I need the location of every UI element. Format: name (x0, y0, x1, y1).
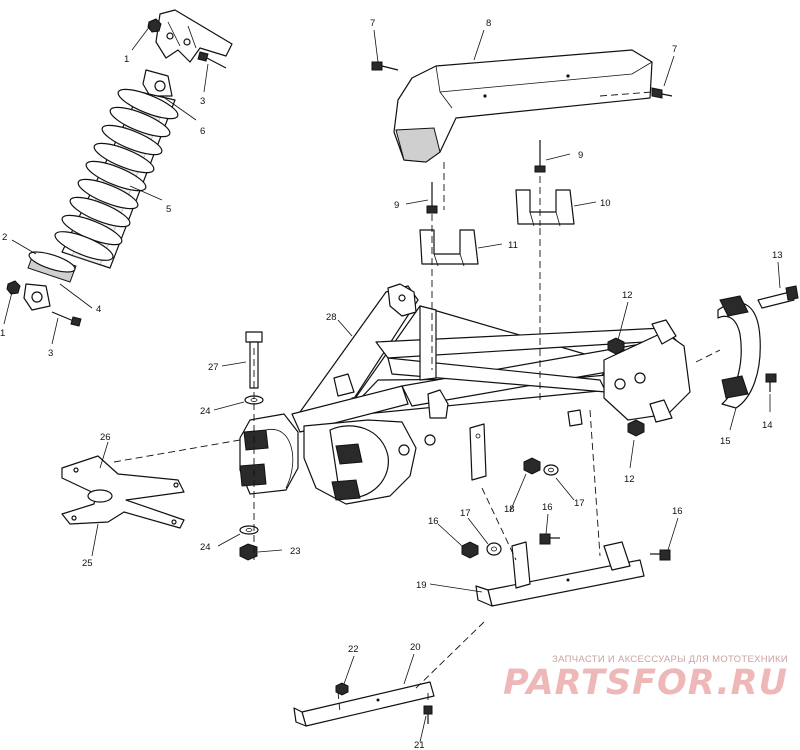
callout-25: 25 (82, 558, 93, 569)
right-clamp (607, 285, 799, 437)
callout-2: 2 (2, 232, 7, 243)
callout-17-right: 17 (574, 498, 585, 509)
callout-10: 10 (600, 198, 611, 209)
callout-22: 22 (348, 644, 359, 655)
shock-absorber-assembly (6, 9, 233, 327)
watermark-caption: ЗАПЧАСТИ И АКСЕССУАРЫ ДЛЯ МОТОТЕХНИКИ (552, 654, 788, 665)
mount-brackets (419, 140, 575, 267)
callout-21: 21 (414, 740, 425, 750)
callout-3-bottom: 3 (48, 348, 53, 359)
callout-13: 13 (772, 250, 783, 261)
callout-7-left: 7 (370, 18, 375, 29)
callout-23: 23 (290, 546, 301, 557)
callout-28: 28 (326, 312, 337, 323)
assembly-centerlines (113, 91, 721, 713)
callout-1-bottom: 1 (0, 328, 5, 339)
callout-1-top: 1 (124, 54, 129, 65)
callout-11: 11 (508, 240, 518, 251)
callout-17-left: 17 (460, 508, 471, 519)
callout-12-lower: 12 (624, 474, 635, 485)
callout-16-mid: 16 (542, 502, 553, 513)
callout-8: 8 (486, 18, 491, 29)
partsfor-watermark: ЗАПЧАСТИ И АКСЕССУАРЫ ДЛЯ МОТОТЕХНИКИ PA… (488, 654, 788, 701)
spring-coils (54, 88, 179, 261)
callout-9-upper: 9 (578, 150, 583, 161)
main-frame-assembly (239, 283, 691, 505)
callout-16-left: 16 (428, 516, 439, 527)
leader-lines (3, 25, 781, 743)
callout-24-lower: 24 (200, 542, 211, 553)
callout-5: 5 (166, 204, 171, 215)
callout-14: 14 (762, 420, 773, 431)
callout-4: 4 (96, 304, 101, 315)
left-mount-hardware (61, 331, 264, 561)
callout-15: 15 (720, 436, 731, 447)
callout-27: 27 (208, 362, 219, 373)
lower-rail-assembly (293, 409, 671, 727)
callout-16-right: 16 (672, 506, 683, 517)
callout-9-left: 9 (394, 200, 399, 211)
callout-labels: 1 3 6 5 2 4 1 3 7 8 7 9 9 10 11 13 12 15… (0, 18, 783, 750)
callout-19: 19 (416, 580, 427, 591)
callout-3-top: 3 (200, 96, 205, 107)
callout-20: 20 (410, 642, 421, 653)
callout-7-right: 7 (672, 44, 677, 55)
callout-24-upper: 24 (200, 406, 211, 417)
top-guard-cover (371, 49, 673, 163)
callout-26: 26 (100, 432, 111, 443)
callout-12-upper: 12 (622, 290, 633, 301)
callout-18: 18 (504, 504, 515, 515)
watermark-logo: PARTSFOR.RU (503, 663, 788, 703)
callout-6: 6 (200, 126, 205, 137)
